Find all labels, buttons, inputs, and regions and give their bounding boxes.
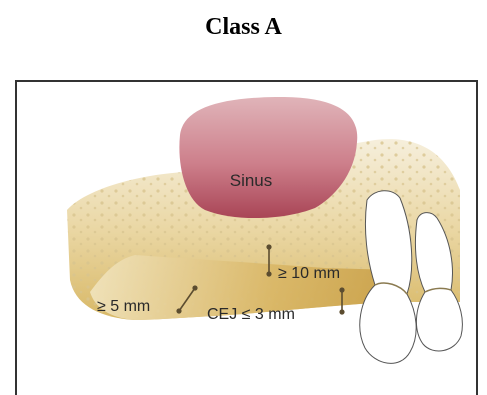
bone-height-marker-top [267,245,271,249]
sinus-label: Sinus [230,171,273,190]
cej-label: CEJ ≤ 3 mm [207,306,295,323]
bone-width-marker-end [193,286,197,290]
cej-distance-marker-top [340,288,344,292]
bone-width-marker-start [177,309,181,313]
bone-height-marker-bottom [267,272,271,276]
bone-width-label: ≥ 5 mm [97,298,150,315]
page-title: Class A [0,12,487,42]
sinus-classification-figure: Sinus [15,80,478,395]
diagram-svg: Sinus [15,80,478,395]
bone-height-label: ≥ 10 mm [278,265,340,282]
cej-distance-marker-bottom [340,310,344,314]
